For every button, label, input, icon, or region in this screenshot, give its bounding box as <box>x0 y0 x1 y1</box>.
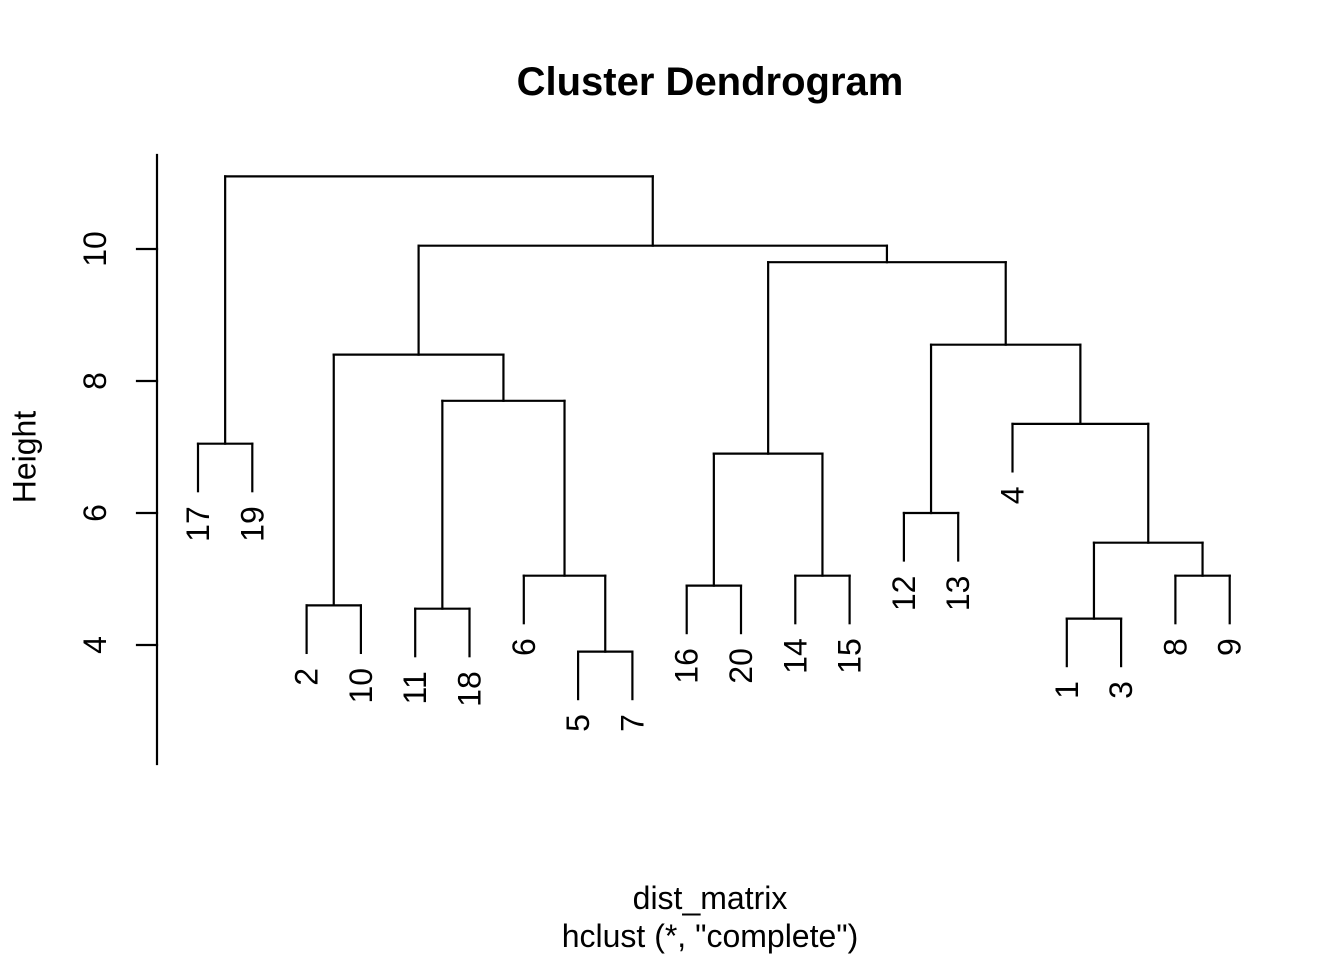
y-tick-label: 4 <box>77 636 113 654</box>
leaf-label: 8 <box>1157 638 1193 656</box>
leaf-label: 5 <box>560 714 596 732</box>
y-tick-label: 8 <box>77 372 113 390</box>
leaf-label: 14 <box>777 638 813 674</box>
x-axis-caption: dist_matrix hclust (*, "complete") <box>562 879 859 955</box>
leaf-label: 12 <box>886 576 922 612</box>
y-axis-title: Height <box>6 410 43 504</box>
leaf-label: 6 <box>506 638 542 656</box>
leaf-label: 15 <box>832 638 868 674</box>
leaf-label: 13 <box>940 576 976 612</box>
y-tick-label: 10 <box>77 231 113 267</box>
leaf-label: 9 <box>1212 638 1248 656</box>
leaf-label: 1 <box>1049 681 1085 699</box>
y-tick-label: 6 <box>77 504 113 522</box>
leaf-label: 17 <box>180 506 216 542</box>
leaf-label: 16 <box>669 648 705 684</box>
leaf-label: 19 <box>234 506 270 542</box>
leaf-label: 11 <box>397 671 433 704</box>
x-axis-caption-line2: hclust (*, "complete") <box>561 918 859 954</box>
leaf-label: 18 <box>452 671 488 707</box>
leaf-label: 7 <box>614 714 650 732</box>
chart-title: Cluster Dendrogram <box>516 60 904 104</box>
leaf-label: 10 <box>343 668 379 704</box>
leaf-label: 20 <box>723 648 759 684</box>
leaf-label: 2 <box>289 668 325 686</box>
x-axis-caption-line1: dist_matrix <box>632 880 788 916</box>
leaf-label: 4 <box>995 486 1031 504</box>
leaf-label: 3 <box>1103 681 1139 699</box>
